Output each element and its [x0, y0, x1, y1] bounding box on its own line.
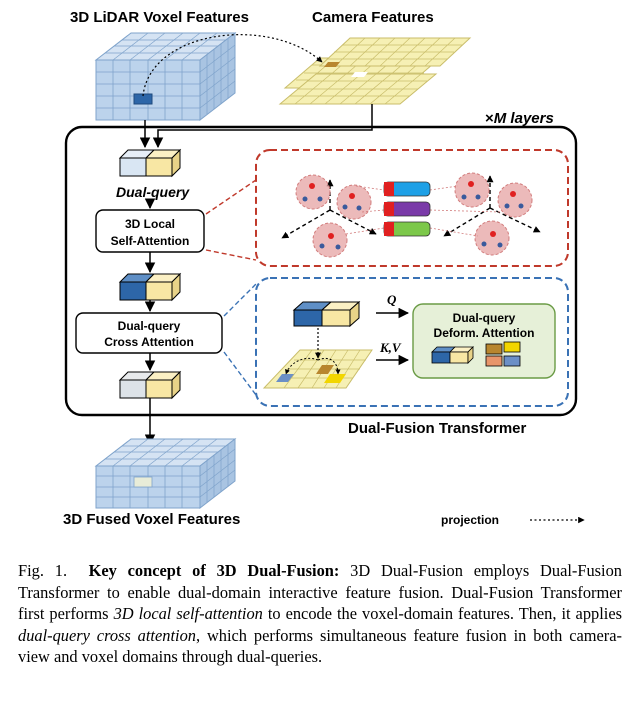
camera-features-label: Camera Features [312, 9, 434, 26]
deform-attention-line2: Deform. Attention [434, 326, 535, 340]
projection-legend-label: projection [441, 513, 499, 527]
self-attention-line1: 3D Local [125, 217, 175, 231]
deform-attention-line1: Dual-query [453, 311, 516, 325]
fused-voxel-block [94, 437, 237, 510]
cross-attention-detail-panel [255, 277, 569, 407]
self-attention-detail-panel [255, 149, 569, 267]
cross-attention-line1: Dual-query [118, 319, 181, 333]
caption-emph-2: dual-query cross attention [18, 625, 196, 645]
caption-fig-num: Fig. 1. [18, 561, 68, 580]
cross-attention-box [75, 312, 223, 354]
projected-camera-pixel [324, 62, 340, 67]
camera-feature-planes [278, 37, 472, 105]
encoded-query-cubes [118, 272, 182, 302]
figure-diagram: 3D LiDAR Voxel Features Camera Features … [63, 9, 585, 528]
transformer-box [64, 125, 578, 417]
lidar-features-label: 3D LiDAR Voxel Features [70, 9, 249, 26]
cross-attention-line2: Cross Attention [104, 335, 194, 349]
projection-arrow-top [142, 34, 323, 97]
cross-attention-illustration [262, 300, 410, 389]
caption-title: Key concept of 3D Dual-Fusion: [88, 561, 340, 580]
figure-caption: Fig. 1. Key concept of 3D Dual-Fusion: 3… [18, 560, 622, 668]
self-attention-line2: Self-Attention [111, 234, 190, 248]
layers-label: ×M layers [485, 110, 554, 127]
q-label: Q [387, 292, 397, 307]
transformer-title: Dual-Fusion Transformer [348, 420, 527, 437]
caption-text-1: 3D Dual-Fusion employs Dual-Fusion Trans… [18, 561, 622, 624]
dual-query-label: Dual-query [116, 184, 190, 200]
caption-text-3: , which performs simultaneous feature fu… [18, 625, 622, 667]
dual-query-cubes [118, 148, 182, 178]
fused-query-cubes [118, 370, 182, 400]
caption-emph-1: 3D local self-attention [113, 604, 263, 624]
self-attention-illustration [281, 172, 541, 258]
kv-label: K,V [379, 340, 402, 355]
caption-text-2: to encode the voxel-domain features. The… [262, 604, 622, 624]
deform-attention-cubes [431, 341, 521, 367]
output-label: 3D Fused Voxel Features [63, 511, 240, 528]
lidar-voxel-block [94, 31, 237, 122]
